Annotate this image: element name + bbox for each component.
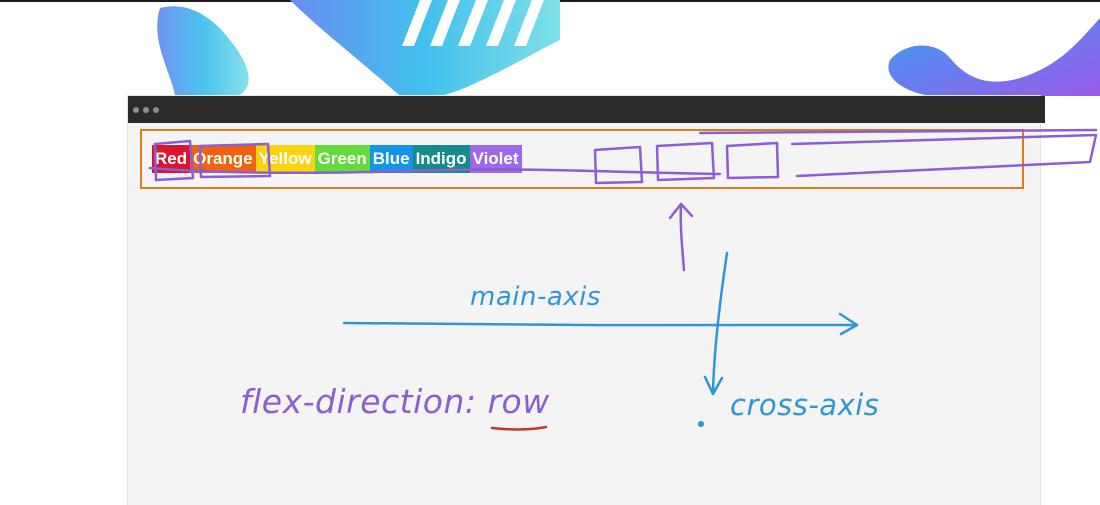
- flex-item-green: Green: [314, 145, 370, 173]
- window-control-dot[interactable]: [133, 106, 139, 113]
- flex-direction-property: flex-direction:: [240, 382, 488, 421]
- flex-item-yellow: Yellow: [255, 145, 315, 173]
- flex-item-orange: Orange: [190, 145, 256, 173]
- flex-container: Red Orange Yellow Green Blue Indigo Viol…: [140, 129, 1024, 189]
- window-control-dot[interactable]: [153, 106, 159, 113]
- window-titlebar: [128, 96, 1045, 123]
- flex-direction-label: flex-direction: row: [240, 382, 550, 421]
- main-axis-label: main-axis: [470, 282, 601, 312]
- flex-item-indigo: Indigo: [412, 145, 470, 173]
- window-control-dot[interactable]: [143, 106, 149, 113]
- cross-axis-label: cross-axis: [730, 388, 880, 422]
- flex-item-red: Red: [152, 145, 191, 173]
- flex-item-blue: Blue: [369, 145, 413, 173]
- flex-direction-value: row: [487, 382, 550, 421]
- flex-item-violet: Violet: [469, 145, 522, 173]
